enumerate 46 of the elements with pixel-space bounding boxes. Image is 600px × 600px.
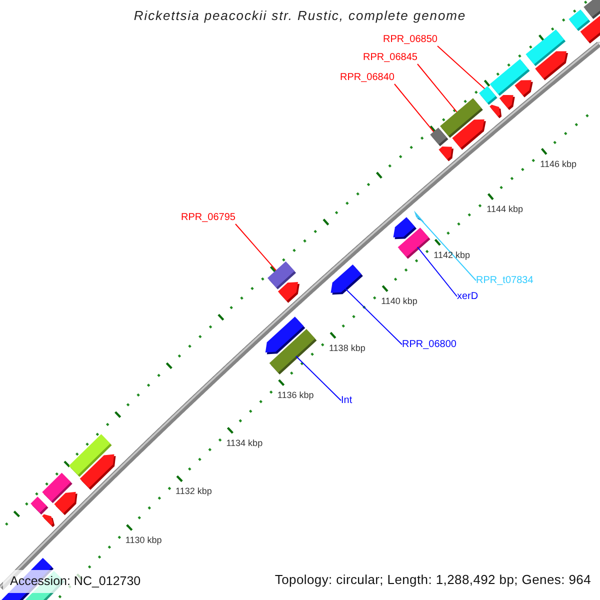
- gene-box: [584, 0, 600, 19]
- gene-label: RPR_06800: [402, 338, 456, 350]
- leader-line: [344, 288, 402, 345]
- gene-feature: [438, 146, 454, 162]
- gene-box: [398, 228, 430, 259]
- leader-line: [417, 246, 458, 297]
- scale-label: 1144 kbp: [486, 204, 524, 216]
- gene-feature: [42, 514, 55, 528]
- scale-label: 1132 kbp: [176, 486, 212, 498]
- genome-summary: Topology: circular; Length: 1,288,492 bp; Genes: 964: [274, 572, 591, 588]
- gene-feature: [80, 454, 116, 490]
- gene-label: RPR_06845: [363, 52, 418, 64]
- scale-label: 1138 kbp: [328, 342, 366, 354]
- gene-label: xerD: [457, 290, 478, 302]
- leader-line: [420, 218, 476, 281]
- gene-feature: [278, 282, 300, 303]
- leader-line: [394, 84, 434, 132]
- gene-feature: [452, 119, 486, 150]
- gene-feature: [490, 104, 502, 118]
- map-title: Rickettsia peacockii str. Rustic, complete genome: [134, 8, 466, 24]
- scale-label: 1146 kbp: [540, 158, 576, 170]
- gene-label: RPR_06850: [383, 34, 438, 46]
- gene-label: Int: [341, 394, 352, 406]
- gene-box: [430, 128, 448, 146]
- gene-feature: [499, 94, 515, 110]
- leader-line: [436, 46, 486, 90]
- gene-feature: [330, 264, 363, 295]
- gene-feature: [535, 51, 568, 80]
- leader-line: [234, 224, 276, 271]
- gene-feature: [514, 80, 533, 98]
- scale-label: 1140 kbp: [381, 296, 418, 308]
- gene-label: RPR_t07834: [476, 274, 534, 286]
- gene-label: RPR_06795: [181, 212, 236, 224]
- leader-line: [295, 356, 342, 401]
- scale-label: 1134 kbp: [226, 438, 263, 449]
- scale-label: 1130 kbp: [125, 535, 162, 546]
- scale-label: 1142 kbp: [434, 250, 470, 261]
- gene-box: [269, 329, 317, 374]
- gene-label: RPR_06840: [340, 72, 394, 84]
- gene-feature: [54, 492, 78, 516]
- trna-marker: [414, 210, 424, 222]
- gene-box: [30, 496, 48, 515]
- scale-label: 1136 kbp: [277, 390, 314, 402]
- gene-feature: [580, 16, 600, 44]
- gene-box: [479, 86, 498, 105]
- leader-line: [416, 64, 458, 112]
